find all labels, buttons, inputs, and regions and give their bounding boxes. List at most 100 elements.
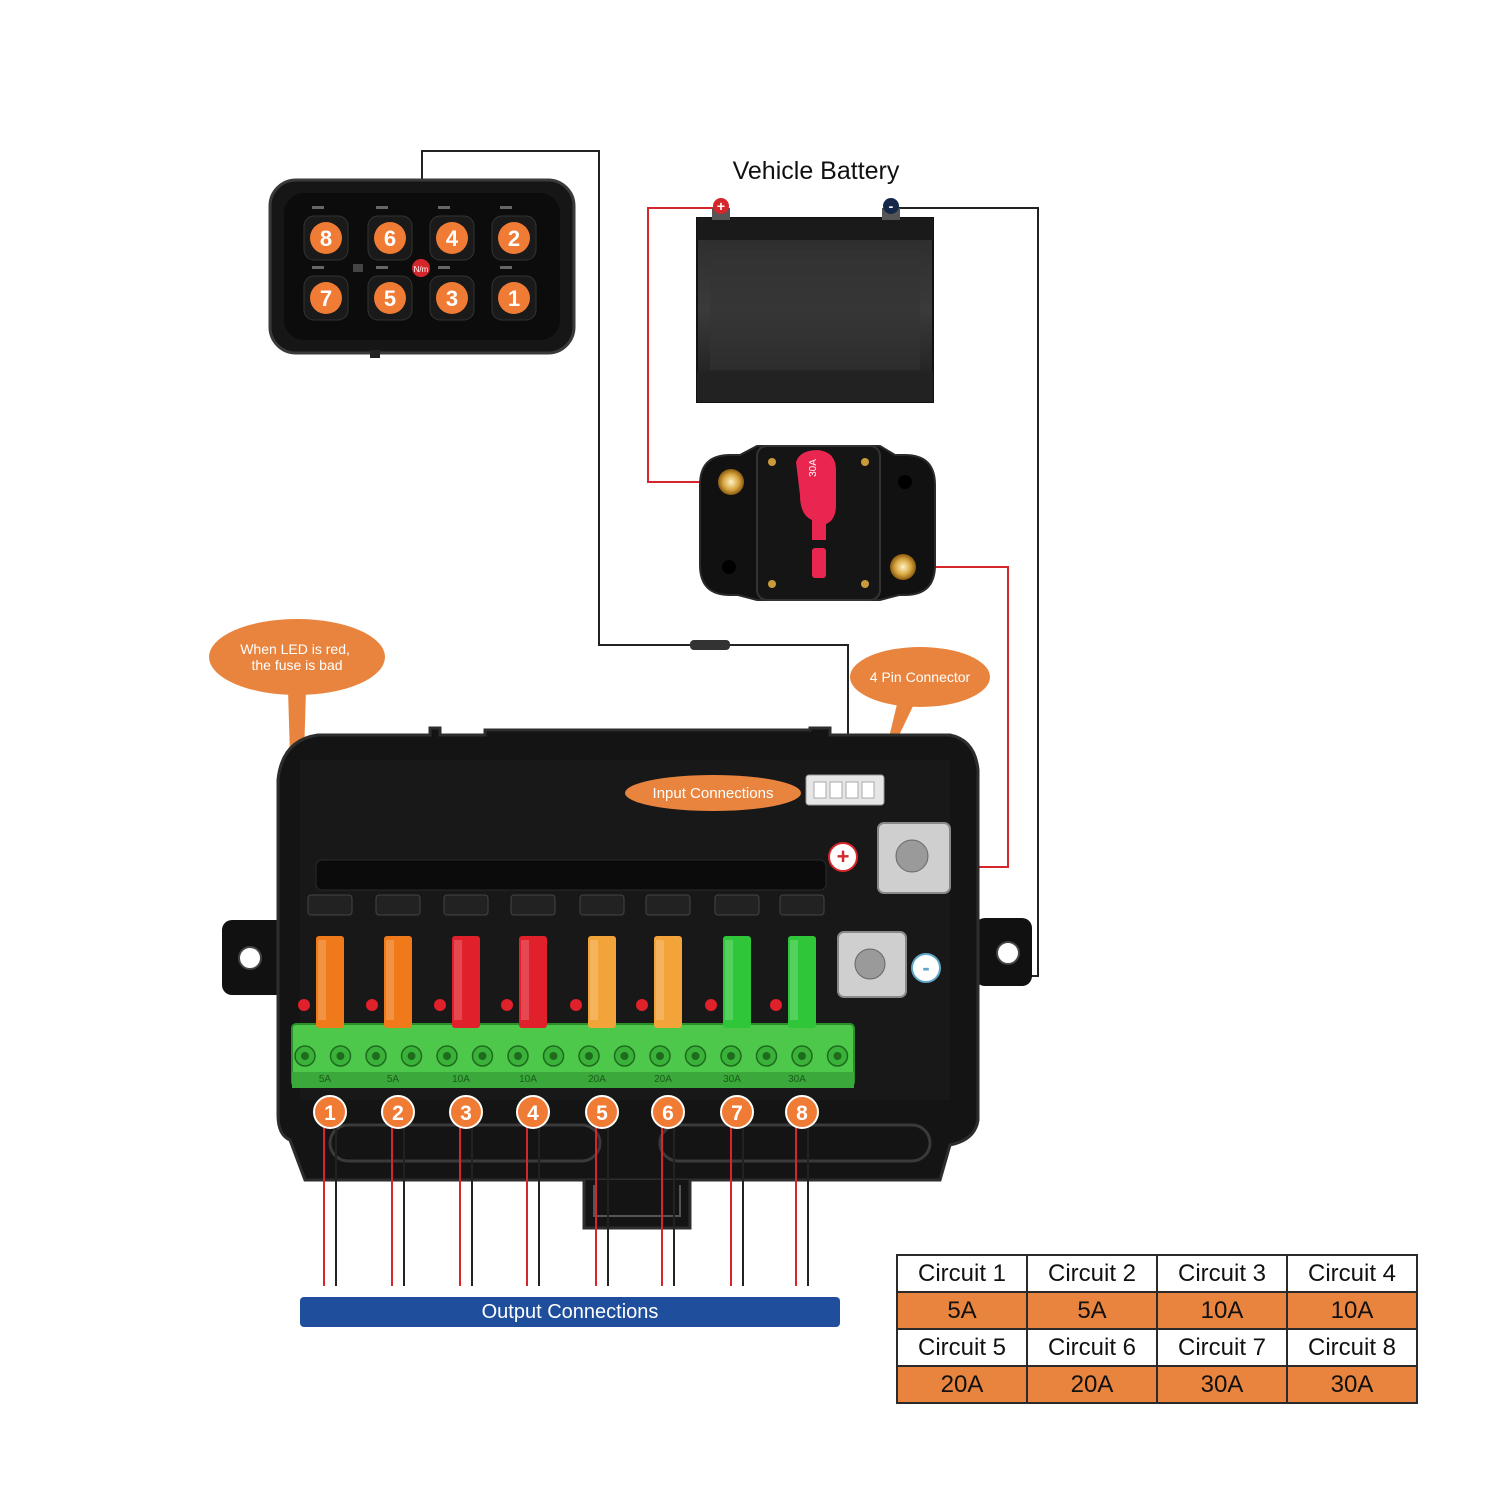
circuit-amp-cell: 20A [1026, 1365, 1158, 1404]
fuse-led-icon [434, 999, 446, 1011]
terminal-rating-label: 5A [319, 1074, 332, 1085]
circuit-number-marker: 4 [516, 1095, 550, 1129]
switch-button[interactable]: 2 [491, 206, 537, 261]
switch-button[interactable]: 5 [367, 266, 413, 321]
switch-button-number: 5 [384, 286, 396, 311]
positive-terminal-icon: + [828, 842, 858, 872]
fuse [714, 894, 760, 1028]
fuse [645, 894, 691, 1028]
circuit-rating-table: Circuit 1 Circuit 2 Circuit 3 Circuit 4 … [896, 1254, 1418, 1404]
circuit-amp-cell: 20A [896, 1365, 1028, 1404]
circuit-name-cell: Circuit 7 [1156, 1328, 1288, 1367]
pin-connector-callout-text: 4 Pin Connector [870, 669, 971, 685]
fuse-led-icon [570, 999, 582, 1011]
negative-terminal-icon: - [911, 953, 941, 983]
fuse-led-icon [501, 999, 513, 1011]
fuse-led-icon [770, 999, 782, 1011]
breaker-rating: 30A [808, 459, 819, 477]
switch-button-number: 3 [446, 286, 458, 311]
circuit-number-marker: 8 [785, 1095, 819, 1129]
svg-text:+: + [717, 198, 725, 214]
fuse-led-icon [366, 999, 378, 1011]
fuse-led-icon [298, 999, 310, 1011]
switch-button[interactable]: 4 [429, 206, 475, 261]
circuit-number-marker: 5 [585, 1095, 619, 1129]
svg-text:6: 6 [662, 1102, 674, 1125]
wire-splice [690, 640, 730, 650]
switch-buttons: 8 6 4 2 7 5 3 1 [303, 206, 537, 321]
table-row: Circuit 5 Circuit 6 Circuit 7 Circuit 8 [896, 1328, 1418, 1367]
circuit-name-cell: Circuit 5 [896, 1328, 1028, 1367]
circuit-number-marker: 7 [720, 1095, 754, 1129]
switch-button[interactable]: 8 [303, 206, 349, 261]
svg-text:7: 7 [731, 1102, 743, 1125]
switch-panel-logo-icon: N/m [412, 259, 430, 277]
terminal-rating-label: 5A [387, 1074, 400, 1085]
table-row: 20A 20A 30A 30A [896, 1365, 1418, 1404]
input-connections-callout [625, 775, 801, 811]
fuse-led-icon [705, 999, 717, 1011]
battery-label: Vehicle Battery [733, 157, 900, 185]
switch-button[interactable]: 6 [367, 206, 413, 261]
fuse [579, 894, 625, 1028]
vehicle-battery [696, 208, 934, 403]
switch-button[interactable]: 7 [303, 266, 349, 321]
svg-text:2: 2 [392, 1102, 404, 1125]
terminal-rating-label: 10A [519, 1074, 537, 1085]
circuit-number-marker: 1 [313, 1095, 347, 1129]
battery-negative-terminal-icon: - [883, 198, 899, 214]
svg-text:-: - [889, 198, 894, 214]
circuit-number-marker: 2 [381, 1095, 415, 1129]
switch-panel-indicator [353, 264, 363, 272]
circuit-name-cell: Circuit 4 [1286, 1254, 1418, 1293]
table-row: Circuit 1 Circuit 2 Circuit 3 Circuit 4 [896, 1254, 1418, 1293]
switch-button-number: 6 [384, 226, 396, 251]
circuit-amp-cell: 10A [1156, 1291, 1288, 1330]
led-callout-text: When LED is red, the fuse is bad [240, 641, 354, 673]
battery-positive-wire [647, 207, 734, 483]
circuit-name-cell: Circuit 8 [1286, 1328, 1418, 1367]
svg-text:+: + [837, 844, 850, 869]
output-wires [323, 1120, 809, 1286]
svg-text:-: - [922, 955, 929, 980]
fuse [375, 894, 421, 1028]
switch-button-number: 2 [508, 226, 520, 251]
svg-text:N/m: N/m [414, 265, 429, 274]
output-connections-label: Output Connections [482, 1301, 659, 1323]
terminal-rating-label: 20A [654, 1074, 672, 1085]
svg-text:5: 5 [596, 1102, 608, 1125]
table-row: 5A 5A 10A 10A [896, 1291, 1418, 1330]
switch-button-number: 1 [508, 286, 520, 311]
circuit-name-cell: Circuit 1 [896, 1254, 1028, 1293]
fuse-led-icon [636, 999, 648, 1011]
switch-button[interactable]: 1 [491, 266, 537, 321]
switch-button-number: 8 [320, 226, 332, 251]
circuit-amp-cell: 10A [1286, 1291, 1418, 1330]
circuit-breaker [699, 445, 936, 601]
circuit-amp-cell: 5A [896, 1291, 1028, 1330]
svg-text:4: 4 [527, 1102, 539, 1125]
circuit-number-marker: 3 [449, 1095, 483, 1129]
circuit-name-cell: Circuit 2 [1026, 1254, 1158, 1293]
svg-text:8: 8 [796, 1102, 808, 1125]
circuit-amp-cell: 30A [1286, 1365, 1418, 1404]
battery-positive-terminal-icon: + [713, 198, 729, 214]
circuit-amp-cell: 30A [1156, 1365, 1288, 1404]
circuit-name-cell: Circuit 6 [1026, 1328, 1158, 1367]
fuse [779, 894, 825, 1028]
control-wire [421, 150, 849, 776]
fuse [443, 894, 489, 1028]
fuse [510, 894, 556, 1028]
circuit-amp-cell: 5A [1026, 1291, 1158, 1330]
circuit-name-cell: Circuit 3 [1156, 1254, 1288, 1293]
terminal-rating-label: 20A [588, 1074, 606, 1085]
switch-button-number: 7 [320, 286, 332, 311]
svg-text:3: 3 [460, 1102, 472, 1125]
terminal-rating-label: 10A [452, 1074, 470, 1085]
fuse [307, 894, 353, 1028]
circuit-number-marker: 6 [651, 1095, 685, 1129]
switch-button-number: 4 [446, 226, 459, 251]
terminal-rating-label: 30A [723, 1074, 741, 1085]
switch-button[interactable]: 3 [429, 266, 475, 321]
